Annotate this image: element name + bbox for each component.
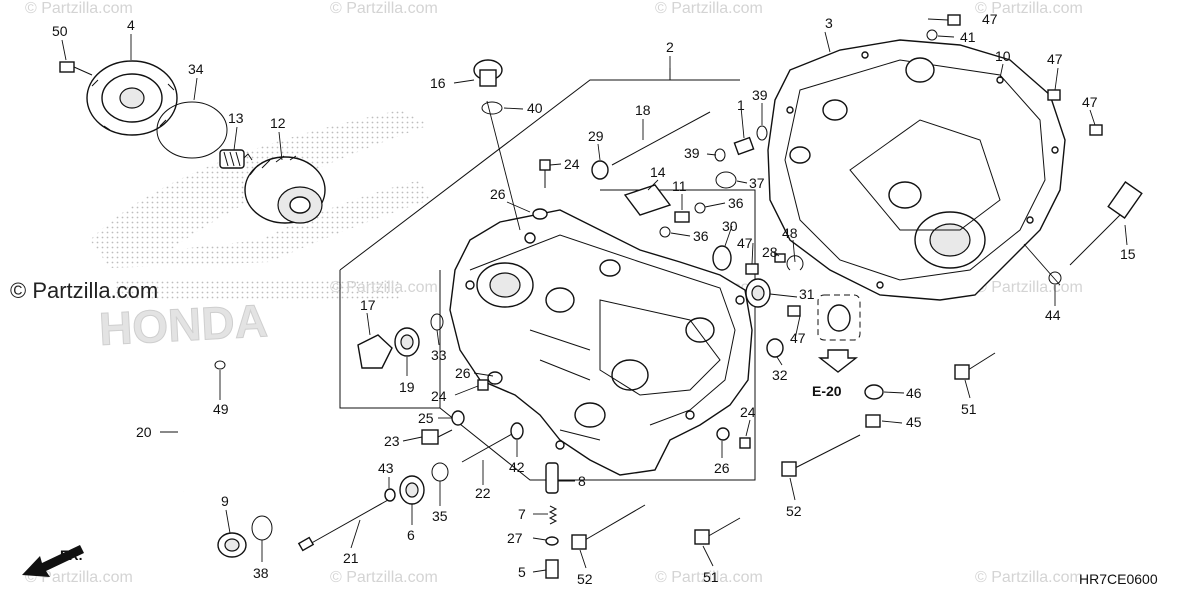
callout-20: 20 <box>136 424 152 440</box>
callout-11: 11 <box>672 178 687 194</box>
front-label: FR. <box>60 547 83 563</box>
callout-34: 34 <box>188 61 204 77</box>
callout-4: 4 <box>127 17 135 33</box>
watermark-text: © Partzilla.com <box>330 569 438 586</box>
crankcase-cover <box>449 209 753 476</box>
leader-lines <box>61 18 1128 573</box>
callout-41: 41 <box>960 29 976 45</box>
callout-38: 38 <box>253 565 269 581</box>
callout-44: 44 <box>1045 307 1061 323</box>
watermark-text: © Partzilla.com <box>975 279 1083 296</box>
callout-9: 9 <box>221 493 229 509</box>
callout-52: 52 <box>577 571 593 587</box>
callout-39: 39 <box>684 145 700 161</box>
bolt <box>59 61 93 76</box>
watermarks: © Partzilla.com © Partzilla.com © Partzi… <box>10 0 1083 586</box>
watermark-text: © Partzilla.com <box>330 279 438 296</box>
callout-51: 51 <box>961 401 977 417</box>
small-parts <box>174 14 1143 579</box>
honda-wing-logo: HONDA <box>90 110 430 355</box>
rear-case-cover <box>767 39 1066 301</box>
callout-49: 49 <box>213 401 229 417</box>
callout-3: 3 <box>825 15 833 31</box>
callout-35: 35 <box>432 508 448 524</box>
callout-13: 13 <box>228 110 244 126</box>
callout-14: 14 <box>650 164 666 180</box>
reference-tag: E-20 <box>812 383 842 399</box>
callout-32: 32 <box>772 367 788 383</box>
callout-31: 31 <box>799 286 815 302</box>
callout-47: 47 <box>1082 94 1098 110</box>
watermark-text: © Partzilla.com <box>25 569 133 586</box>
callout-40: 40 <box>527 100 543 116</box>
callout-39: 39 <box>752 87 768 103</box>
callout-labels: 50 4 34 13 12 16 40 2 18 29 24 26 14 11 … <box>52 11 1136 587</box>
callout-5: 5 <box>518 564 526 580</box>
honda-logo-text: HONDA <box>98 294 269 355</box>
callout-26: 26 <box>714 460 730 476</box>
callout-6: 6 <box>407 527 415 543</box>
callout-24: 24 <box>431 388 447 404</box>
callout-23: 23 <box>384 433 400 449</box>
callout-50: 50 <box>52 23 68 39</box>
callout-37: 37 <box>749 175 765 191</box>
callout-51: 51 <box>703 569 719 585</box>
callout-48: 48 <box>782 225 798 241</box>
assembly-outline <box>339 68 756 481</box>
callout-52: 52 <box>786 503 802 519</box>
callout-27: 27 <box>507 530 523 546</box>
callout-8: 8 <box>578 473 586 489</box>
callout-47: 47 <box>1047 51 1063 67</box>
callout-26: 26 <box>490 186 506 202</box>
callout-47: 47 <box>790 330 806 346</box>
callout-16: 16 <box>430 75 446 91</box>
callout-7: 7 <box>518 506 526 522</box>
watermark-text: © Partzilla.com <box>25 0 133 17</box>
callout-47: 47 <box>982 11 998 27</box>
front-arrow: FR. <box>22 545 84 577</box>
watermark-text: © Partzilla.com <box>975 0 1083 17</box>
callout-29: 29 <box>588 128 604 144</box>
callout-24: 24 <box>740 404 756 420</box>
watermark-text: © Partzilla.com <box>330 0 438 17</box>
watermark-text: © Partzilla.com <box>655 0 763 17</box>
o-ring <box>156 101 228 159</box>
callout-46: 46 <box>906 385 922 401</box>
oil-filter-cover <box>86 60 178 136</box>
callout-10: 10 <box>995 48 1011 64</box>
callout-12: 12 <box>270 115 286 131</box>
callout-28: 28 <box>762 244 778 260</box>
callout-45: 45 <box>906 414 922 430</box>
callout-25: 25 <box>418 410 434 426</box>
callout-17: 17 <box>360 297 376 313</box>
diagram-code: HR7CE0600 <box>1079 571 1158 587</box>
watermark-main: © Partzilla.com <box>10 278 158 303</box>
callout-26: 26 <box>455 365 471 381</box>
callout-36: 36 <box>728 195 744 211</box>
callout-18: 18 <box>635 102 651 118</box>
callout-42: 42 <box>509 459 525 475</box>
callout-22: 22 <box>475 485 491 501</box>
spring <box>219 149 253 169</box>
oil-filter <box>244 155 326 224</box>
callout-21: 21 <box>343 550 359 566</box>
callout-43: 43 <box>378 460 394 476</box>
callout-15: 15 <box>1120 246 1136 262</box>
callout-19: 19 <box>399 379 415 395</box>
callout-47: 47 <box>737 235 753 251</box>
callout-36: 36 <box>693 228 709 244</box>
callout-33: 33 <box>431 347 447 363</box>
watermark-text: © Partzilla.com <box>655 569 763 586</box>
watermark-text: © Partzilla.com <box>975 569 1083 586</box>
callout-1: 1 <box>737 97 745 113</box>
callout-30: 30 <box>722 218 738 234</box>
callout-24: 24 <box>564 156 580 172</box>
callout-2: 2 <box>666 39 674 55</box>
